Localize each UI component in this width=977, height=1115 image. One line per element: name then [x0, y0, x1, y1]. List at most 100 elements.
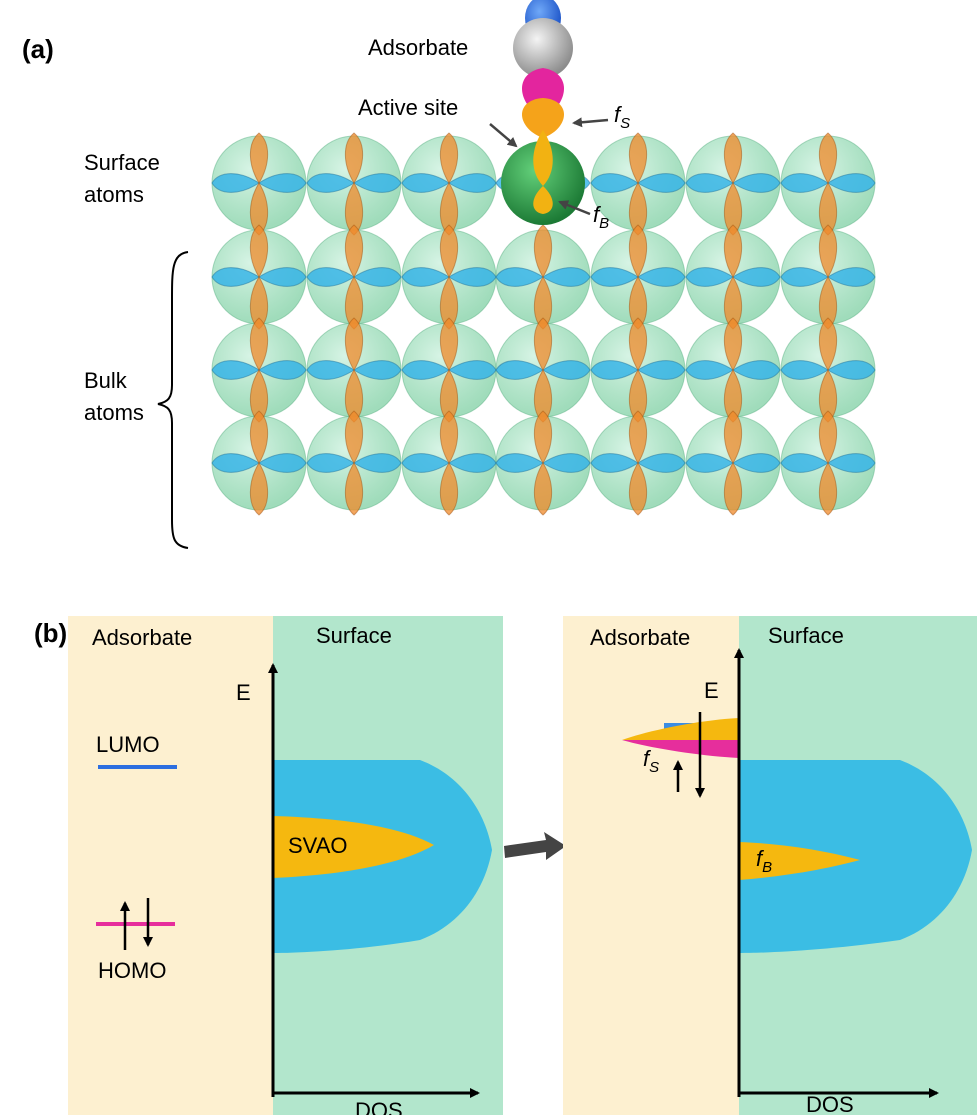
orbital-lobe-blue — [685, 360, 734, 380]
orbital-lobe-orange — [628, 410, 648, 464]
orbital-lobe-blue — [685, 267, 734, 287]
orbital-lobe-blue — [401, 453, 450, 473]
orbital-lobe-orange — [344, 410, 364, 464]
orbital-lobe-blue — [780, 360, 829, 380]
orbital-lobe-blue — [827, 267, 876, 287]
homo-band-shifted — [622, 740, 739, 758]
orbital-lobe-blue — [827, 453, 876, 473]
orbital-lobe-blue — [590, 173, 639, 193]
orbital-lobe-orange — [628, 224, 648, 278]
orbital-lobe-blue — [780, 267, 829, 287]
fb-label-b: fB — [756, 846, 772, 876]
orbital-lobe-blue — [306, 360, 355, 380]
orbital-lobe-orange — [533, 462, 553, 516]
orbital-lobe-blue — [401, 360, 450, 380]
orbital-lobe-blue — [401, 173, 450, 193]
orbital-lobe-orange — [723, 462, 743, 516]
adsorbate-atom — [513, 18, 573, 78]
orbital-lobe-blue — [258, 267, 307, 287]
orbital-lobe-blue — [827, 173, 876, 193]
right-energy-label: E — [704, 678, 719, 703]
active-site-arrow — [489, 123, 518, 148]
orbital-lobe-orange — [344, 462, 364, 516]
svao-band — [273, 816, 434, 878]
orbital-lobe-blue — [353, 360, 402, 380]
bulk-brace — [157, 251, 189, 549]
orbital-lobe-orange — [723, 410, 743, 464]
orbital-lobe-blue — [780, 453, 829, 473]
orbital-lobe-blue — [306, 267, 355, 287]
orbital-lobe-orange — [628, 132, 648, 184]
orbital-lobe-orange — [249, 410, 269, 464]
fs-orbital-lobe — [521, 98, 565, 138]
active-site-label: Active site — [358, 95, 458, 120]
orbital-lobe-blue — [590, 360, 639, 380]
transition-arrow-shape — [504, 832, 566, 860]
orbital-lobe-blue — [495, 267, 544, 287]
orbital-lobe-blue — [542, 360, 591, 380]
orbital-lobe-blue — [353, 453, 402, 473]
adsorbate-molecule — [501, 0, 585, 225]
right-surface-band — [739, 760, 972, 953]
orbital-lobe-blue — [258, 453, 307, 473]
orbital-lobe-orange — [249, 317, 269, 371]
orbital-lobe-blue — [732, 173, 781, 193]
orbital-lobe-orange — [818, 317, 838, 371]
orbital-lobe-blue — [258, 173, 307, 193]
fs-arrow — [572, 117, 609, 128]
panel-a: (a) Adsorbate Active site fS fB Surface … — [22, 0, 876, 549]
bulk-atoms-label-line1: Bulk — [84, 368, 128, 393]
right-energy-diagram: Adsorbate Surface fB fS E DOS — [563, 616, 977, 1115]
orbital-lobe-orange — [723, 132, 743, 184]
fb-arrow — [558, 200, 591, 216]
orbital-lobe-orange — [439, 317, 459, 371]
orbital-lobe-blue — [637, 173, 686, 193]
orbital-lobe-orange — [249, 224, 269, 278]
orbital-lobe-blue — [211, 360, 260, 380]
right-adsorbate-title: Adsorbate — [590, 625, 690, 650]
right-dos-label: DOS — [806, 1092, 854, 1115]
fs-band — [622, 718, 739, 740]
orbital-lobe-orange — [439, 462, 459, 516]
fs-label-b: fS — [643, 746, 659, 776]
orbital-lobe-blue — [780, 173, 829, 193]
orbital-lobe-blue — [732, 360, 781, 380]
orbital-lobe-orange — [439, 410, 459, 464]
orbital-lobe-orange — [723, 317, 743, 371]
orbital-lobe-orange — [533, 317, 553, 371]
panel-b-label: (b) — [34, 618, 67, 648]
lumo-label: LUMO — [96, 732, 160, 757]
orbital-lobe-orange — [628, 462, 648, 516]
left-adsorbate-region — [68, 616, 273, 1115]
orbital-lobe-blue — [353, 173, 402, 193]
orbital-lobe-blue — [542, 453, 591, 473]
orbital-lobe-blue — [211, 173, 260, 193]
bulk-atoms-label-line2: atoms — [84, 400, 144, 425]
left-energy-diagram: Adsorbate Surface SVAO E DOS LUMO HOMO — [68, 616, 503, 1115]
panel-b: (b) Adsorbate Surface SVAO E DOS LUMO HO… — [34, 616, 977, 1115]
orbital-lobe-blue — [732, 453, 781, 473]
orbital-lobe-blue — [495, 453, 544, 473]
orbital-lobe-blue — [495, 360, 544, 380]
orbital-lobe-orange — [628, 317, 648, 371]
orbital-lobe-orange — [818, 132, 838, 184]
orbital-lobe-blue — [542, 267, 591, 287]
surface-atoms-label-line2: atoms — [84, 182, 144, 207]
orbital-lobe-blue — [211, 267, 260, 287]
orbital-lobe-blue — [258, 360, 307, 380]
left-adsorbate-title: Adsorbate — [92, 625, 192, 650]
orbital-lobe-blue — [306, 453, 355, 473]
panel-a-label: (a) — [22, 34, 54, 64]
orbital-lobe-orange — [818, 224, 838, 278]
left-dos-label: DOS — [355, 1098, 403, 1115]
transition-arrow — [504, 832, 566, 860]
orbital-lobe-blue — [637, 360, 686, 380]
fb-band — [739, 842, 860, 880]
surface-atoms-label-line1: Surface — [84, 150, 160, 175]
orbital-lobe-blue — [590, 453, 639, 473]
orbital-lobe-orange — [818, 410, 838, 464]
right-adsorbate-region — [563, 616, 739, 1115]
orbital-lobe-blue — [353, 267, 402, 287]
orbital-lobe-blue — [401, 267, 450, 287]
orbital-lobe-blue — [827, 360, 876, 380]
